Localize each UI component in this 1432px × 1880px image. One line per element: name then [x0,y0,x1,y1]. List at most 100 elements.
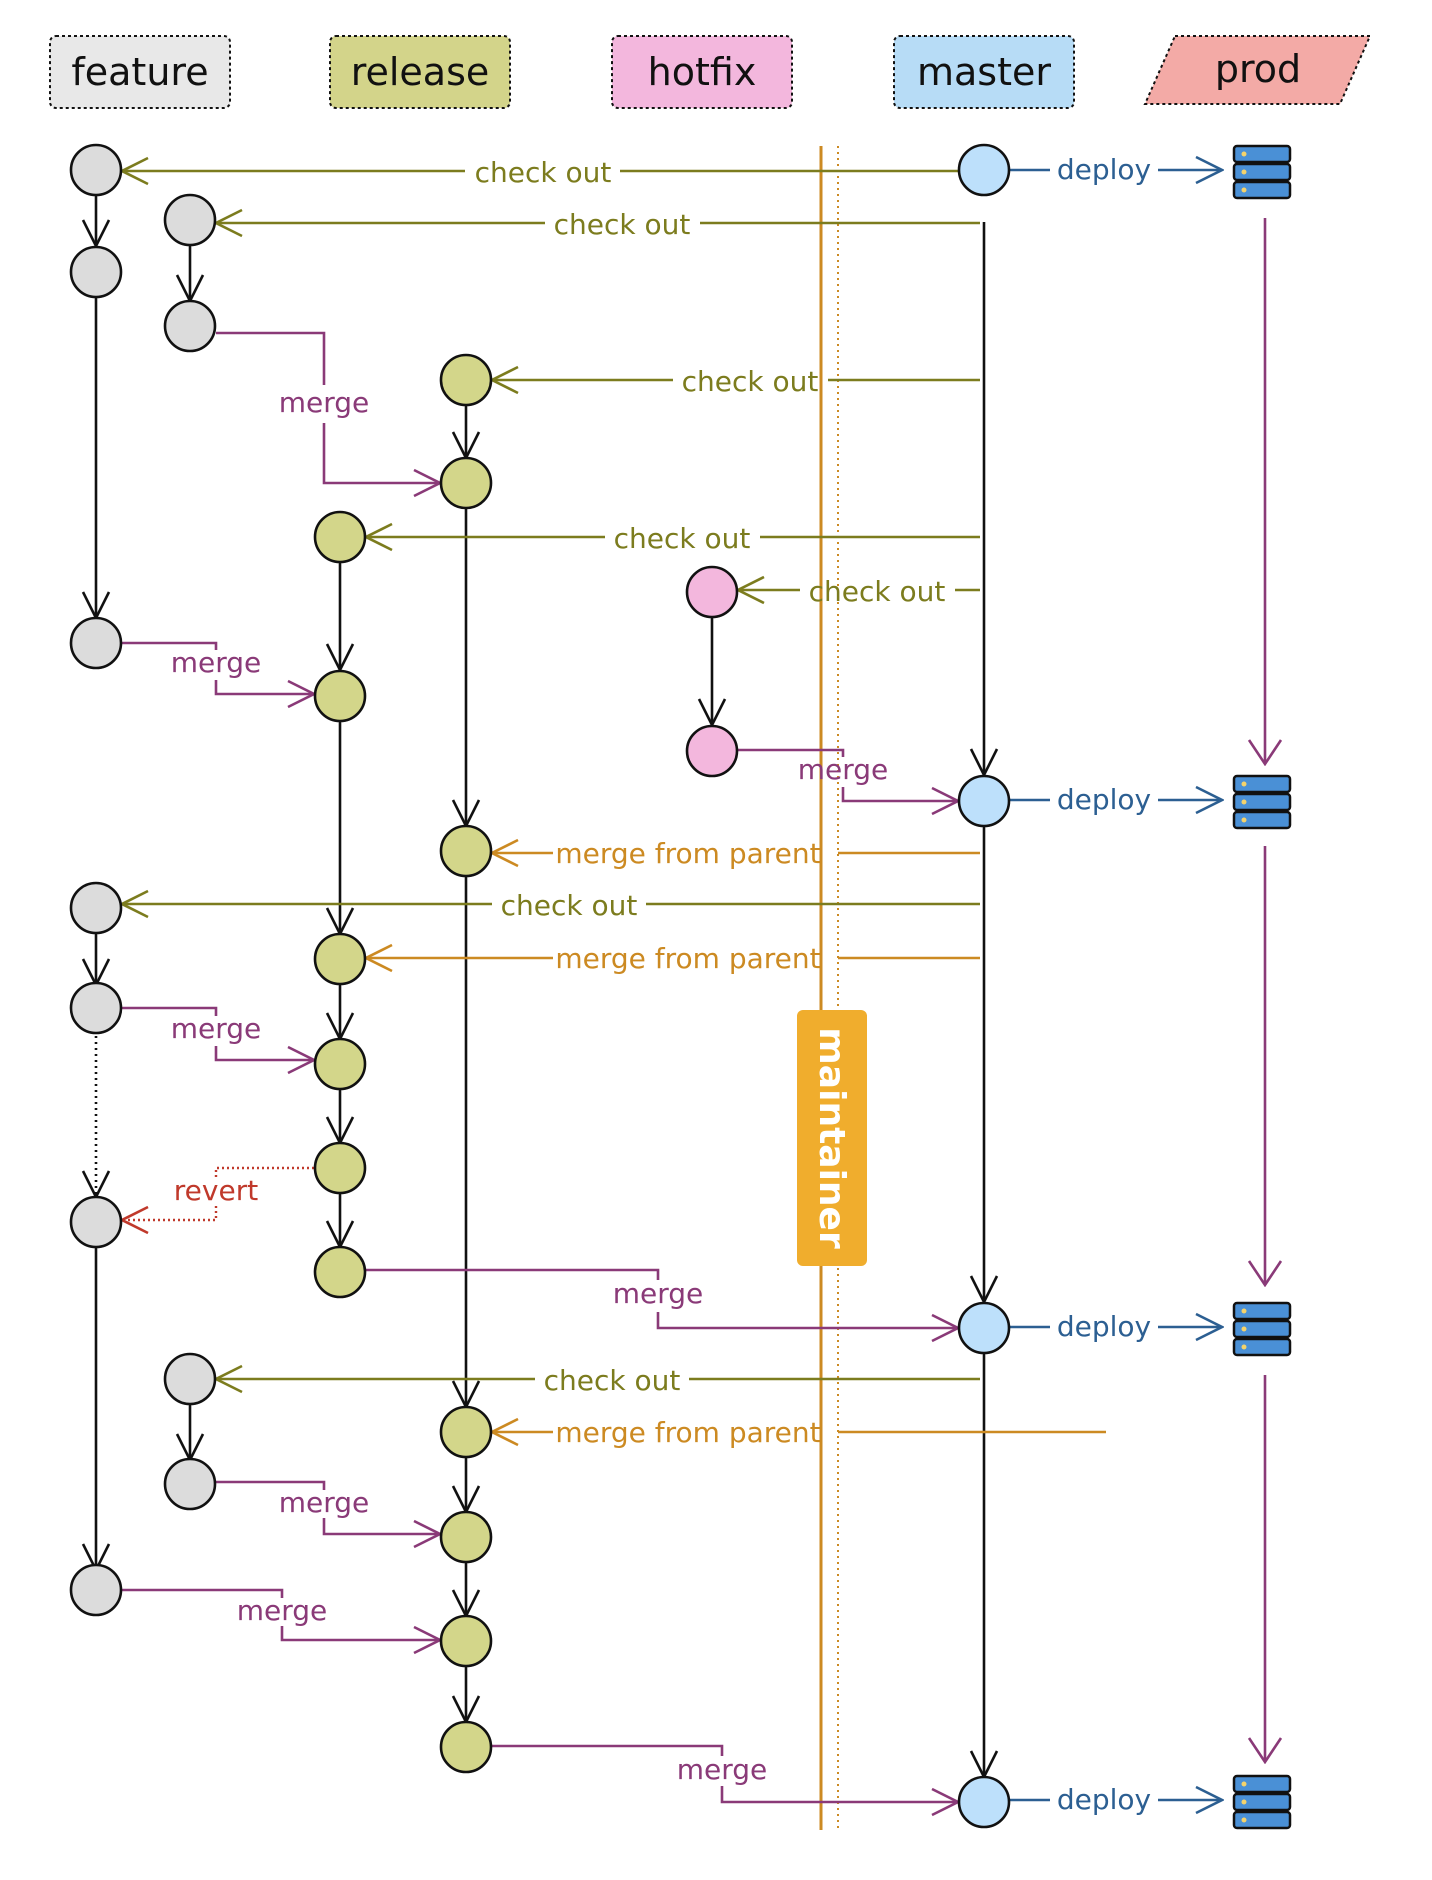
checkout-label: check out [501,889,638,922]
lane-header-label: feature [71,50,208,94]
checkout-4: check out [366,522,980,555]
merge-label: merge [171,646,262,679]
merge-from-parent-label: merge from parent [555,1416,820,1449]
merge-label: merge [798,753,889,786]
merge-2: merge [122,641,314,694]
checkout-2: check out [216,208,980,241]
merge-8: merge [492,1744,958,1802]
lane-header-master: master [893,35,1075,109]
merge-7: merge [122,1588,440,1640]
checkout-6: check out [122,889,980,922]
deploy-1: deploy [1010,153,1222,186]
master-commit-node [957,143,1011,197]
merge-label: merge [237,1594,328,1627]
release-commit-node [313,1141,367,1195]
hotfix-commit-node [685,724,739,778]
merge-label: merge [279,386,370,419]
checkout-5: check out [738,575,980,608]
server-icon [1232,1301,1292,1357]
deploy-label: deploy [1057,1310,1151,1343]
hotfix-commit-node [685,565,739,619]
lane-header-prod: prod [1143,35,1372,105]
release-commit-node [313,1037,367,1091]
checkout-label: check out [475,156,612,189]
deploy-label: deploy [1057,153,1151,186]
merge-label: merge [613,1277,704,1310]
merge-from-parent-label: merge from parent [555,837,820,870]
deploy-label: deploy [1057,1783,1151,1816]
lane-header-label: prod [1215,47,1301,91]
release-commit-node [439,824,493,878]
merge-from-parent-3: merge from parent [492,1416,1106,1449]
feature-commit-node [69,881,123,935]
checkout-1: check out [122,156,958,189]
feature-commit-node [69,1195,123,1249]
server-icon [1232,774,1292,830]
deploy-2: deploy [1010,783,1222,816]
checkout-label: check out [544,1364,681,1397]
merge-from-parent-connectors: merge from parent merge from parent merg… [366,837,1106,1449]
release-commit-node [313,510,367,564]
prod-servers [1232,144,1292,1830]
merge-label: merge [171,1012,262,1045]
merge-from-parent-label: merge from parent [555,942,820,975]
release-commit-node [439,1614,493,1668]
lane-header-release: release [329,35,511,109]
checkout-label: check out [809,575,946,608]
feature-commit-node [69,245,123,299]
maintainer-badge: maintainer [797,1010,867,1266]
branch-lines [96,194,1265,1777]
feature-commit-node [163,299,217,353]
release-commit-node [439,1405,493,1459]
feature-commit-node [69,616,123,670]
hotfix-nodes [685,565,739,778]
merge-from-parent-2: merge from parent [366,942,980,975]
release-commit-node [439,353,493,407]
merge-1: merge [216,331,440,483]
server-icon [1232,144,1292,200]
checkout-3: check out [492,365,980,398]
lane-header-label: master [917,50,1051,94]
feature-commit-node [163,1457,217,1511]
deploy-4: deploy [1010,1783,1222,1816]
lane-headers: feature release hotfix master prod [49,35,1372,109]
release-commit-node [313,1245,367,1299]
release-commit-node [439,1510,493,1564]
feature-commit-node [163,1352,217,1406]
release-commit-node [313,669,367,723]
checkout-label: check out [682,365,819,398]
feature-commit-node [69,981,123,1035]
release-commit-node [313,932,367,986]
master-nodes [957,143,1011,1829]
master-commit-node [957,1775,1011,1829]
deploy-3: deploy [1010,1310,1222,1343]
maintainer-label: maintainer [811,1027,852,1249]
master-commit-node [957,774,1011,828]
feature-nodes [69,143,217,1617]
merge-4: merge [122,1006,314,1060]
merge-5: merge [366,1268,958,1328]
merge-connectors: merge merge merge merge merge merge [122,331,958,1802]
lane-header-hotfix: hotfix [611,35,793,109]
feature-commit-node [163,193,217,247]
deploy-connectors: deploy deploy deploy deploy [1010,153,1222,1816]
feature-commit-node [69,143,123,197]
master-commit-node [957,1301,1011,1355]
merge-from-parent-1: merge from parent [492,837,980,870]
feature-commit-node [69,1563,123,1617]
release-nodes [313,353,493,1774]
merge-label: merge [279,1486,370,1519]
merge-6: merge [216,1480,440,1534]
merge-3: merge [738,748,958,801]
revert-label: revert [174,1174,258,1207]
lane-header-label: hotfix [648,50,757,94]
lane-header-feature: feature [49,35,231,109]
checkout-label: check out [614,522,751,555]
checkout-label: check out [554,208,691,241]
checkout-7: check out [216,1364,980,1397]
merge-label: merge [677,1753,768,1786]
checkout-connectors: check out check out check out check out … [122,156,980,1397]
lane-header-label: release [351,50,490,94]
release-commit-node [439,1720,493,1774]
